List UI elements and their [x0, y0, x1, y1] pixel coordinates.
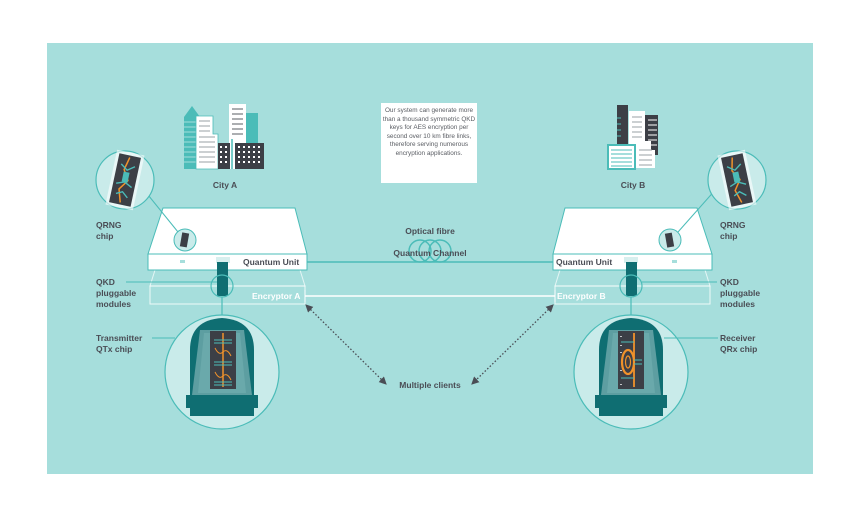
channel-label-line1: Optical fibre	[405, 226, 455, 236]
client-arrow-a	[305, 304, 387, 385]
city-b-buildings-icon	[607, 105, 658, 170]
city-a-label: City A	[212, 180, 238, 190]
encryptor-b-label: Encryptor B	[557, 291, 606, 301]
qkd-modules-b-label: QKD pluggable modules	[720, 277, 761, 309]
qrng-chip-a-label: QRNG chip	[96, 220, 122, 241]
channel-label: Optical fibre Quantum Channel	[375, 215, 485, 259]
qrng-chip-b-icon	[658, 149, 767, 252]
city-b-label: City B	[620, 180, 646, 190]
quantum-unit-b-label: Quantum Unit	[556, 257, 613, 267]
qkd-modules-a-label: QKD pluggable modules	[96, 277, 137, 309]
fibre-coil-icon	[408, 239, 452, 263]
city-a-buildings-icon	[184, 104, 264, 170]
channel-label-line2: Quantum Channel	[393, 248, 467, 258]
transmitter-chip-label: Transmitter QTx chip	[96, 333, 143, 354]
quantum-unit-a-label: Quantum Unit	[243, 257, 300, 267]
encryptor-a-label: Encryptor A	[252, 291, 301, 301]
receiver-qrx-chip-icon	[573, 314, 689, 430]
multiple-clients-label: Multiple clients	[399, 380, 461, 390]
client-arrow-b	[471, 304, 554, 385]
qrng-chip-a-icon	[95, 149, 197, 252]
qrng-chip-b-label: QRNG chip	[720, 220, 746, 241]
transmitter-qtx-chip-icon	[164, 314, 280, 430]
info-box: Our system can generate more than a thou…	[381, 103, 477, 183]
receiver-chip-label: Receiver QRx chip	[720, 333, 758, 354]
